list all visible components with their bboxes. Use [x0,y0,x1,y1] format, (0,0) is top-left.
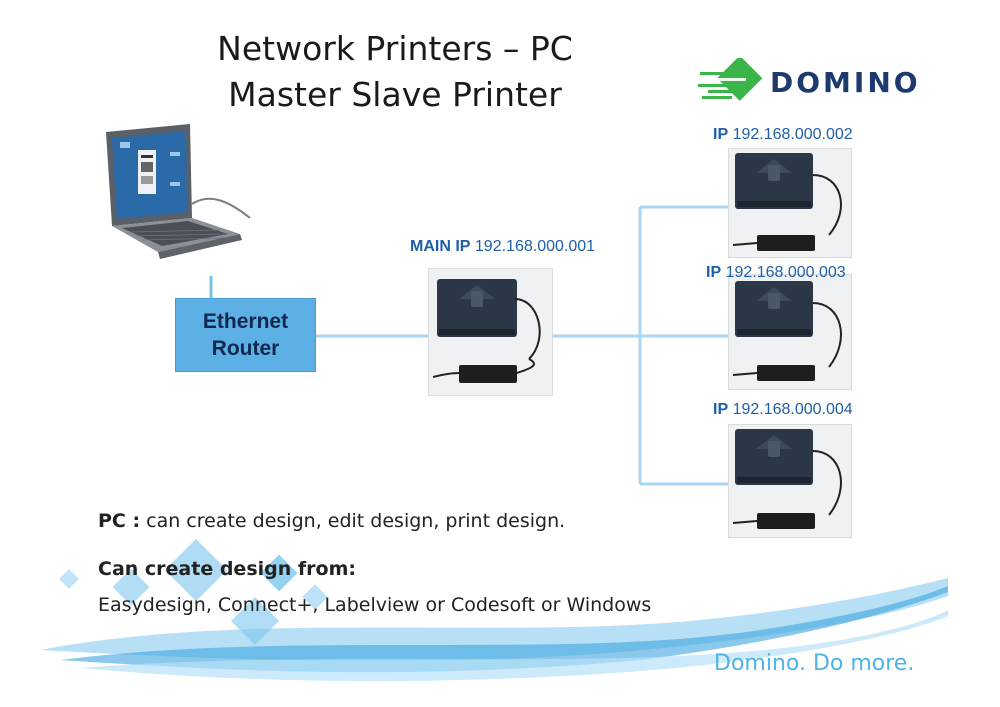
slave2-ip-label: IP 192.168.000.003 [706,264,846,282]
domino-logo-icon [698,58,763,101]
power-adapter-icon [459,365,517,383]
router-label: Ethernet Router [203,308,288,362]
main-ip-address: 192.168.000.001 [474,238,596,255]
slave2-ip-prefix: IP [706,264,722,281]
slave2-printer-photo [728,274,852,390]
slave3-ip-prefix: IP [713,401,729,418]
pc-text: can create design, edit design, print de… [146,510,566,532]
printer-icon [732,281,842,381]
printer-icon [732,153,842,251]
laptop-icon [106,124,251,259]
slave3-ip-address: 192.168.000.004 [732,401,853,418]
slave1-ip-label: IP 192.168.000.002 [713,126,853,144]
slave2-ip-address: 192.168.000.003 [725,264,846,281]
slave3-ip-label: IP 192.168.000.004 [713,401,853,419]
power-adapter-icon [757,235,815,251]
create-from-heading: Can create design from: [98,558,356,580]
pc-capabilities-caption: PC : can create design, edit design, pri… [98,510,565,532]
domino-logo: DOMINO [698,58,928,108]
page-title: Network Printers – PC Master Slave Print… [150,26,640,118]
software-list: Easydesign, Connect+, Labelview or Codes… [98,594,652,616]
ethernet-router: Ethernet Router [175,298,316,372]
power-adapter-icon [757,513,815,529]
brand-tagline: Domino. Do more. [714,651,915,676]
printer-icon [732,429,842,529]
main-printer-photo [428,268,553,396]
slave1-printer-photo [728,148,852,258]
slave1-ip-address: 192.168.000.002 [732,126,853,143]
router-label-line-1: Ethernet [202,310,289,333]
pc-label: PC : [98,510,141,532]
logo-text: DOMINO [770,66,921,99]
slave1-ip-prefix: IP [713,126,729,143]
main-printer-ip-label: MAIN IP 192.168.000.001 [410,238,595,256]
title-line-1: Network Printers – PC [217,29,573,68]
printer-icon [432,279,541,383]
slave3-printer-photo [728,424,852,538]
title-line-2: Master Slave Printer [228,75,562,114]
main-ip-prefix: MAIN IP [410,238,471,255]
router-label-line-2: Router [211,337,280,360]
power-adapter-icon [757,365,815,381]
